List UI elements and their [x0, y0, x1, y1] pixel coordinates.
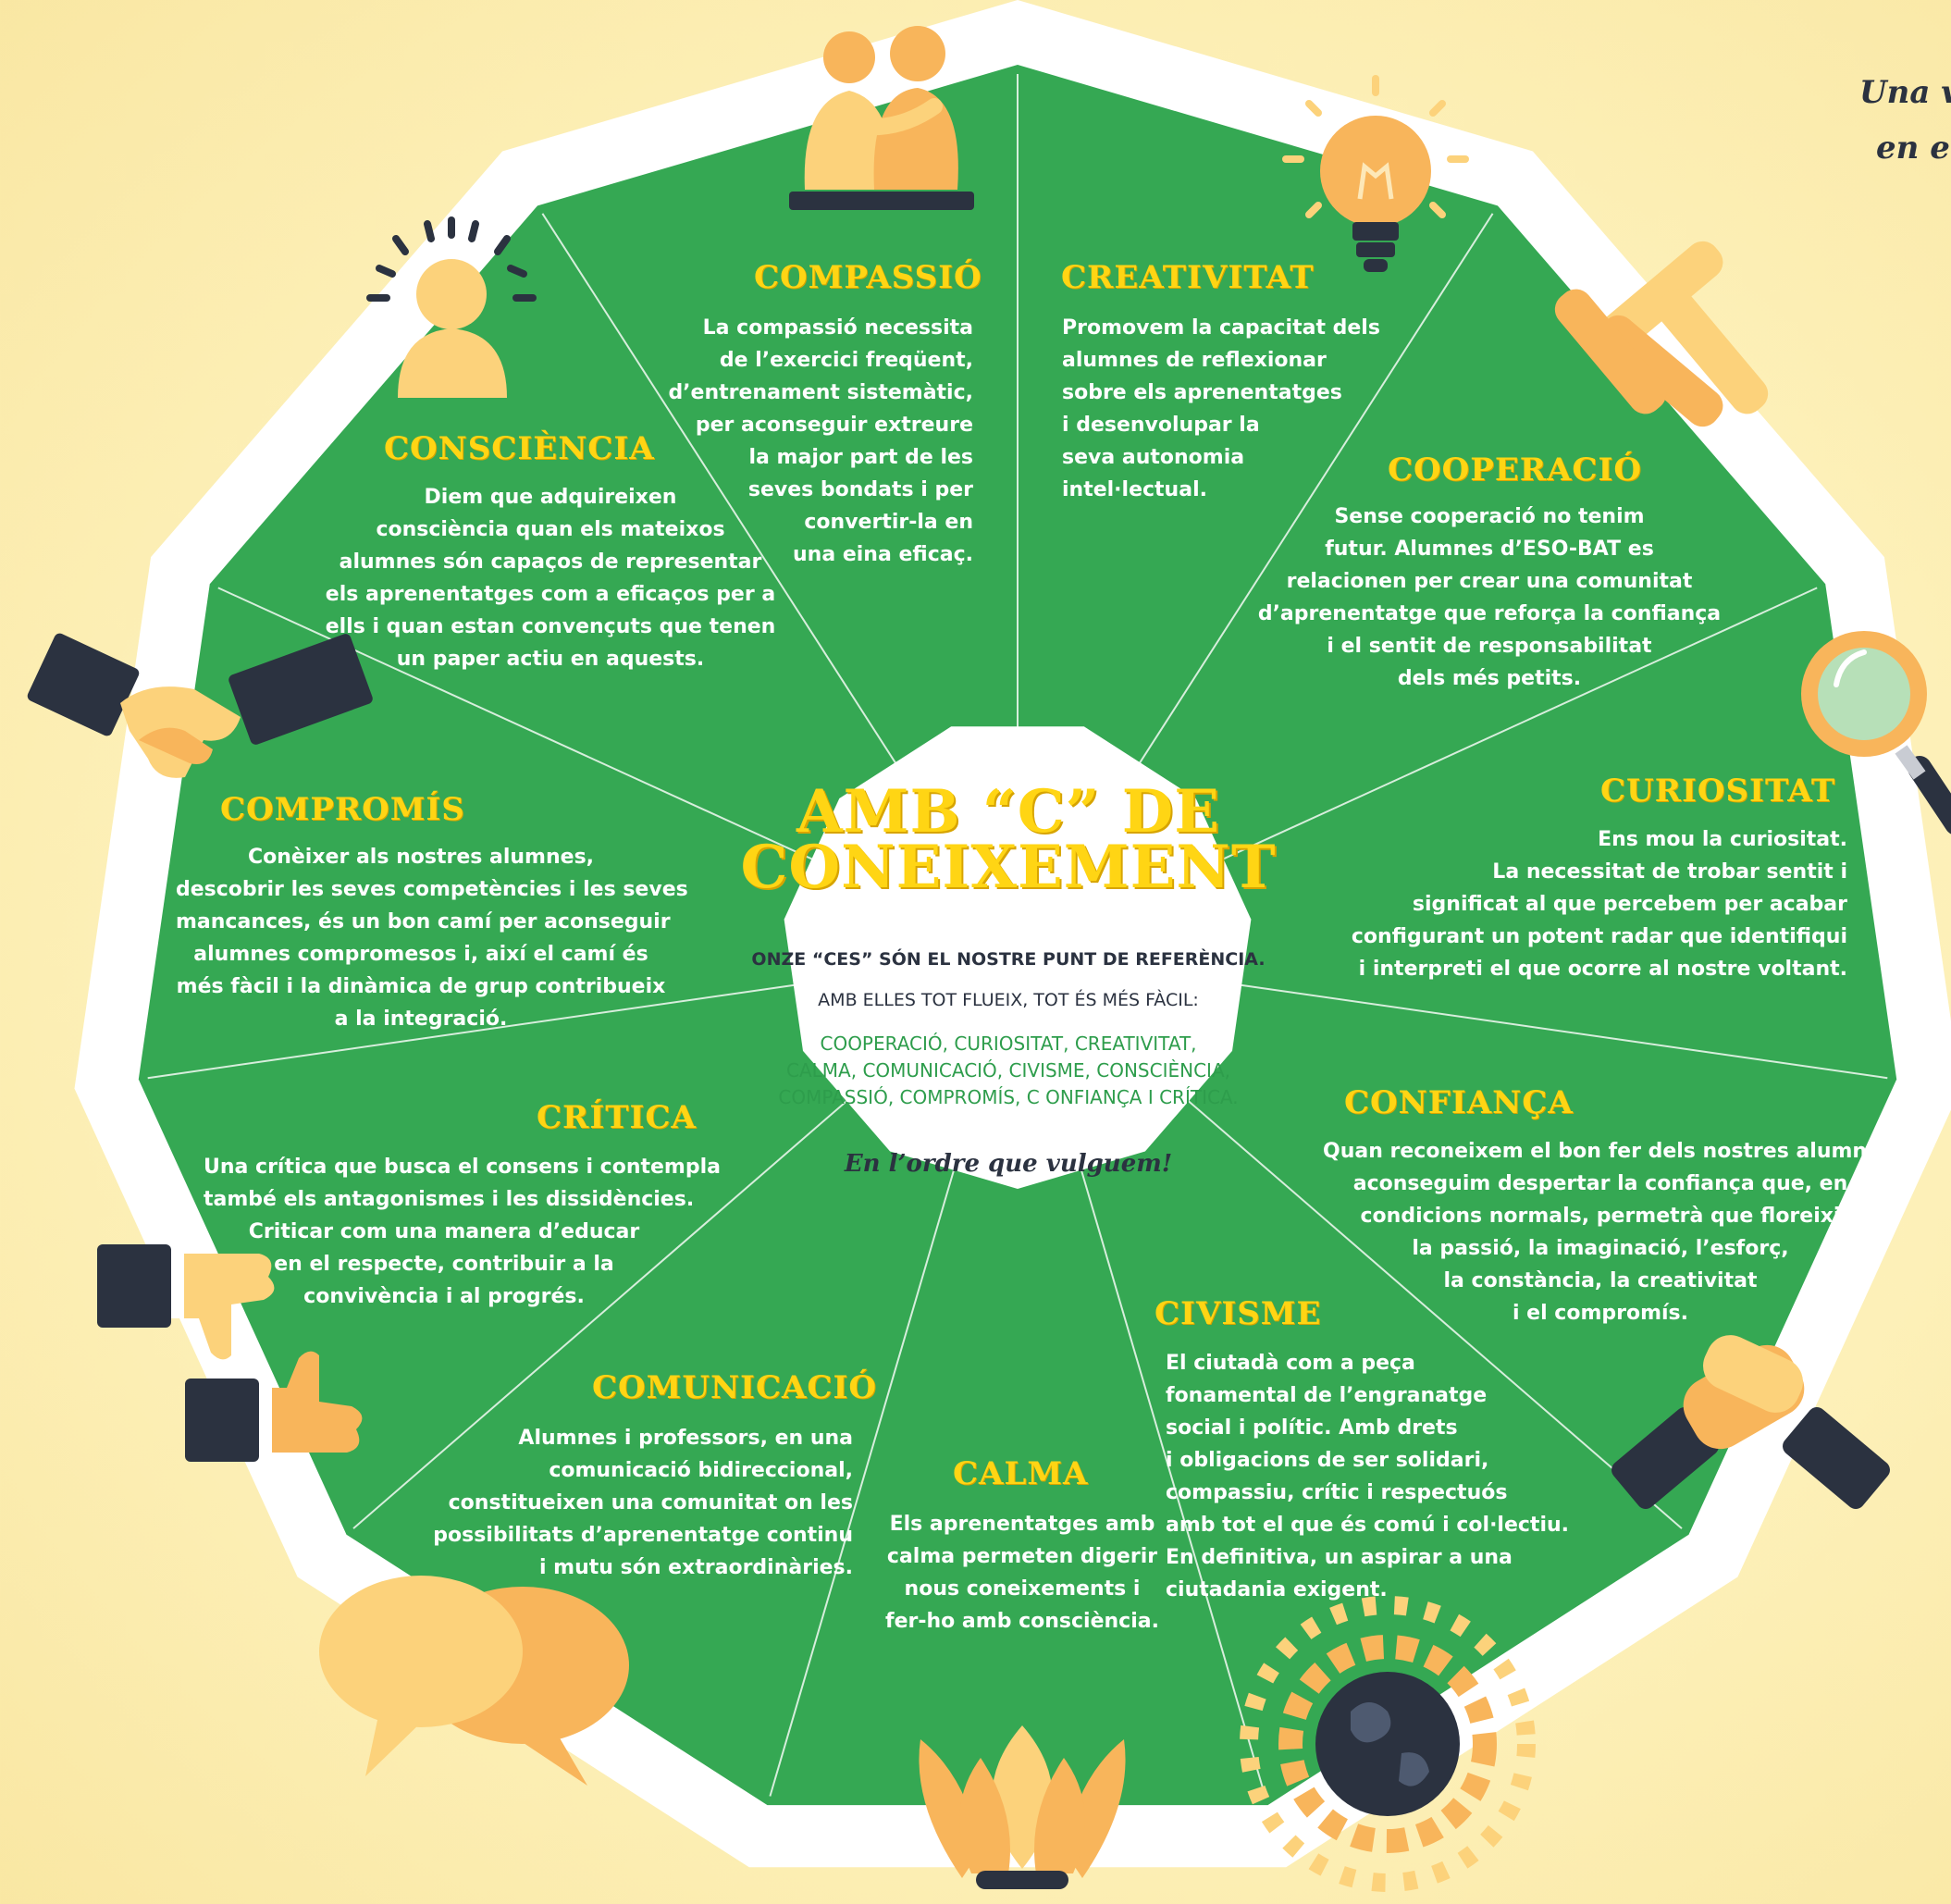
segment-divider	[1136, 213, 1494, 767]
segment-divider	[352, 1097, 851, 1529]
thumbs-icon	[97, 1244, 363, 1462]
segment-text-civisme: El ciutadà com a peça fonamental de l’en…	[1166, 1352, 1570, 1601]
segment-text-creativitat: Promovem la capacitat dels alumnes de re…	[1062, 316, 1380, 501]
center-note: En l’ordre que vulguem!	[844, 1150, 1173, 1178]
segment-divider	[1079, 1166, 1266, 1797]
segment-divider	[217, 587, 817, 862]
segment-text-calma: Els aprenentatges amb calma permeten dig…	[885, 1513, 1159, 1633]
magnifier-icon	[1801, 631, 1951, 835]
segment-text-compromis: Conèixer als nostres alumnes, descobrir …	[176, 846, 688, 1031]
segment-divider	[541, 213, 899, 767]
center-subtitle: ONZE “CES” SÓN EL NOSTRE PUNT DE REFERÈN…	[751, 949, 1266, 970]
segment-divider	[147, 983, 798, 1080]
center-value-list: COOPERACIÓ, CURIOSITAT, CREATIVITAT, CAL…	[778, 1032, 1239, 1108]
segment-title-cooperacio: COOPERACIÓ	[1388, 451, 1642, 488]
center-title: AMB “C” DE CONEIXEMENT	[740, 777, 1277, 902]
segment-title-calma: CALMA	[953, 1455, 1089, 1492]
speech-bubbles-icon	[319, 1576, 629, 1786]
segment-divider	[769, 1166, 957, 1797]
segment-text-consciencia: Diem que adquireixen consciència quan el…	[325, 486, 776, 671]
segment-title-civisme: CIVISME	[1155, 1295, 1322, 1332]
segment-title-confianca: CONFIANÇA	[1344, 1084, 1574, 1121]
segment-dividers	[147, 74, 1888, 1797]
center-subtitle-2: AMB ELLES TOT FLUEIX, TOT ÉS MÉS FÀCIL:	[818, 990, 1199, 1010]
segment-title-curiositat: CURIOSITAT	[1600, 773, 1836, 810]
lightbulb-icon	[1282, 75, 1469, 272]
segment-title-comunicacio: COMUNICACIÓ	[592, 1369, 877, 1406]
segment-divider	[1184, 1097, 1683, 1529]
segment-title-consciencia: CONSCIÈNCIA	[384, 430, 655, 467]
person-idea-icon	[366, 216, 537, 398]
segment-text-cooperacio: Sense cooperació no tenim futur. Alumnes…	[1257, 505, 1722, 690]
handshake-icon	[27, 633, 373, 778]
segment-title-creativitat: CREATIVITAT	[1061, 259, 1315, 296]
segment-text-compassio: La compassió necessita de l’exercici fre…	[668, 316, 973, 566]
center-hub	[784, 726, 1252, 1189]
segment-title-compromis: COMPROMÍS	[220, 791, 465, 828]
segment-divider	[1237, 983, 1888, 1080]
segment-text-comunicacio: Alumnes i professors, en una comunicació…	[433, 1427, 853, 1579]
segment-title-compassio: COMPASSIÓ	[754, 259, 982, 296]
hug-icon	[789, 26, 974, 210]
handclasp-icon	[1611, 1335, 1890, 1510]
segment-divider	[1218, 587, 1818, 862]
segment-title-critica: CRÍTICA	[537, 1099, 697, 1136]
tagline-line-2: en e	[1876, 130, 1950, 167]
segment-text-curiositat: Ens mou la curiositat. La necessitat de …	[1351, 828, 1847, 981]
tagline-line-1: Una v	[1859, 74, 1951, 111]
segment-text-critica: Una crítica que busca el consens i conte…	[204, 1156, 721, 1308]
globe-people-icon	[1240, 1596, 1536, 1892]
segment-text-confianca: Quan reconeixem el bon fer dels nostres …	[1323, 1140, 1894, 1325]
joined-hands-icon	[1554, 241, 1769, 427]
lotus-icon	[919, 1725, 1126, 1889]
